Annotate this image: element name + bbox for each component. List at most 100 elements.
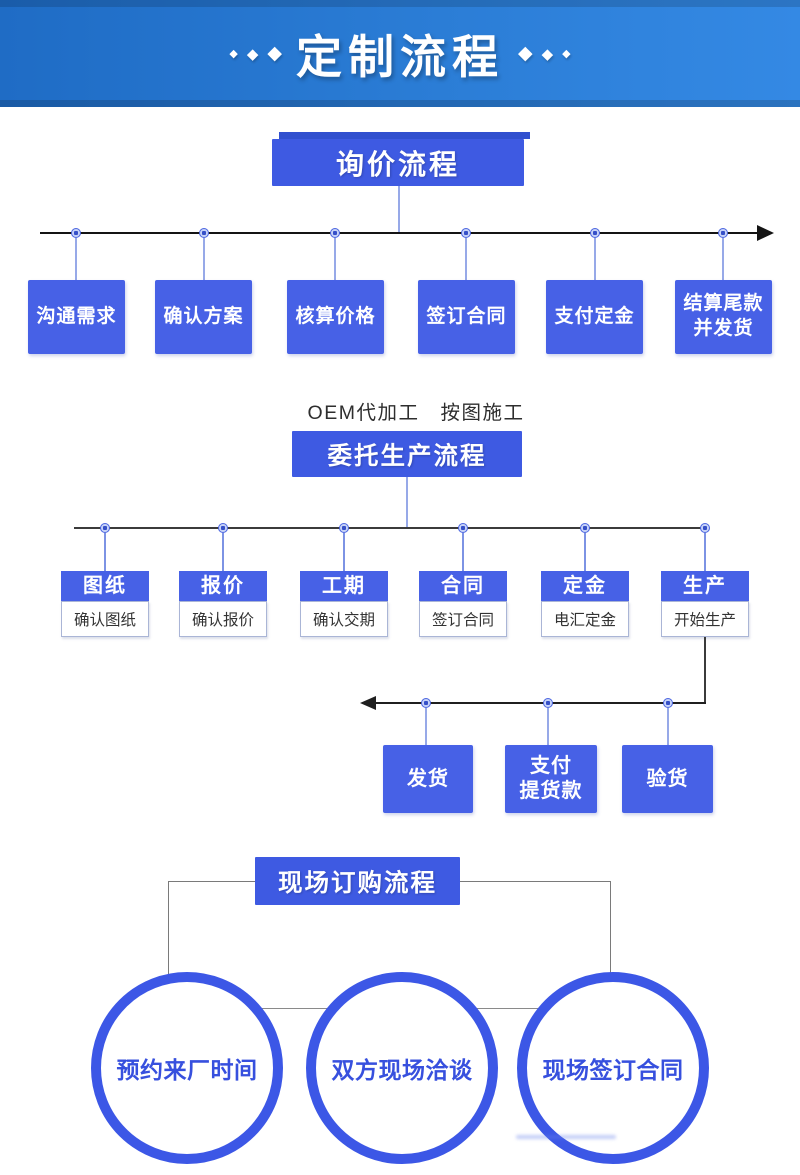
column-body-label: 确认图纸 [73,612,136,629]
step-label: 确认方案 [163,305,244,327]
arrow-right-icon [757,225,774,241]
bracket-line [610,881,612,974]
column-header: 报价 [179,571,267,601]
circle-label: 双方现场洽谈 [331,1057,473,1083]
process-circle: 现场签订合同 [517,972,709,1164]
column-body: 确认交期 [300,601,388,637]
flow-step-box: 支付 提货款 [505,745,597,813]
left-diamond-decor: ◆ ◆ ◆ [229,42,282,65]
return-line [374,702,706,705]
column-body: 开始生产 [661,601,749,637]
timeline-node [421,698,431,708]
column-body: 签订合同 [419,601,507,637]
timeline-node [663,698,673,708]
connector-line [334,238,336,280]
onsite-flow-title: 现场订购流程 [255,857,460,905]
production-flow-title: 委托生产流程 [292,431,522,477]
connector-line [222,533,224,571]
column-body-label: 确认报价 [191,612,254,629]
column-header: 工期 [300,571,388,601]
diamond-icon: ◆ [562,48,571,60]
column-body-label: 开始生产 [673,612,736,629]
process-circle: 预约来厂时间 [91,972,283,1164]
timeline-node [199,228,209,238]
flow-step-box: 结算尾款 并发货 [675,280,772,354]
column-header-label: 定金 [563,575,607,597]
timeline-node [458,523,468,533]
flow-step-box: 签订合同 [418,280,515,354]
timeline-node [71,228,81,238]
connector-line [722,238,724,280]
flow-step-box: 支付定金 [546,280,643,354]
column-header: 合同 [419,571,507,601]
right-diamond-decor: ◆◆◆ [518,42,571,65]
artifact-streak [516,1135,616,1139]
column-header: 生产 [661,571,749,601]
column-body: 确认报价 [179,601,267,637]
step-label: 结算尾款 并发货 [683,293,764,339]
column-body: 确认图纸 [61,601,149,637]
column-header: 定金 [541,571,629,601]
connector-line [203,238,205,280]
timeline-node [100,523,110,533]
timeline-node [718,228,728,238]
timeline-node [218,523,228,533]
step-label: 验货 [646,767,689,790]
timeline-node [590,228,600,238]
timeline-line [40,232,760,235]
arrow-left-icon [360,695,376,710]
column-header-label: 报价 [201,575,245,597]
timeline-node [700,523,710,533]
bracket-line [460,881,610,883]
page-title: 定制流程 [296,30,504,83]
column-header-label: 合同 [441,575,485,597]
connector-line [104,533,106,571]
connector-line [343,533,345,571]
connector-line [425,708,427,745]
connector-line [465,238,467,280]
title-accent-bar [279,132,530,139]
connector-line [584,533,586,571]
diamond-icon: ◆ [267,43,282,64]
bracket-line [168,881,255,883]
step-label: 支付定金 [554,305,635,327]
column-header-label: 生产 [683,575,727,597]
flow-step-box: 验货 [622,745,713,813]
diamond-icon: ◆ [229,48,238,60]
timeline-node [580,523,590,533]
column-body: 电汇定金 [541,601,629,637]
step-label: 沟通需求 [36,305,117,327]
flow-step-box: 确认方案 [155,280,252,354]
column-header: 图纸 [61,571,149,601]
oem-subtitle: OEM代加工 按图施工 [307,402,525,424]
connector-line [406,477,408,528]
column-header-label: 工期 [322,575,366,597]
circle-label: 预约来厂时间 [116,1057,258,1083]
connector-line [704,533,706,571]
column-header-label: 图纸 [83,575,127,597]
column-body-label: 确认交期 [312,612,375,629]
onsite-flow-title-label: 现场订购流程 [278,869,437,897]
flow-step-box: 沟通需求 [28,280,125,354]
step-label: 支付 提货款 [519,755,583,802]
timeline-node [461,228,471,238]
header-banner: ◆ ◆ ◆ 定制流程 ◆ ◆ ◆ [0,0,800,107]
timeline-node [330,228,340,238]
bracket-line [168,881,170,976]
inquiry-flow-title-label: 询价流程 [335,148,460,180]
connector-line [594,238,596,280]
connector-line [398,186,400,233]
flow-step-box: 发货 [383,745,473,813]
diamond-icon: ◆ [518,43,533,64]
connector-line [704,637,706,703]
timeline-node [339,523,349,533]
step-label: 核算价格 [295,305,376,327]
timeline-node [543,698,553,708]
flow-step-box: 核算价格 [287,280,384,354]
column-body-label: 电汇定金 [553,612,616,629]
connector-line [75,238,77,280]
column-body-label: 签订合同 [431,612,494,629]
timeline-line [74,527,706,529]
diamond-icon: ◆ [246,45,259,63]
